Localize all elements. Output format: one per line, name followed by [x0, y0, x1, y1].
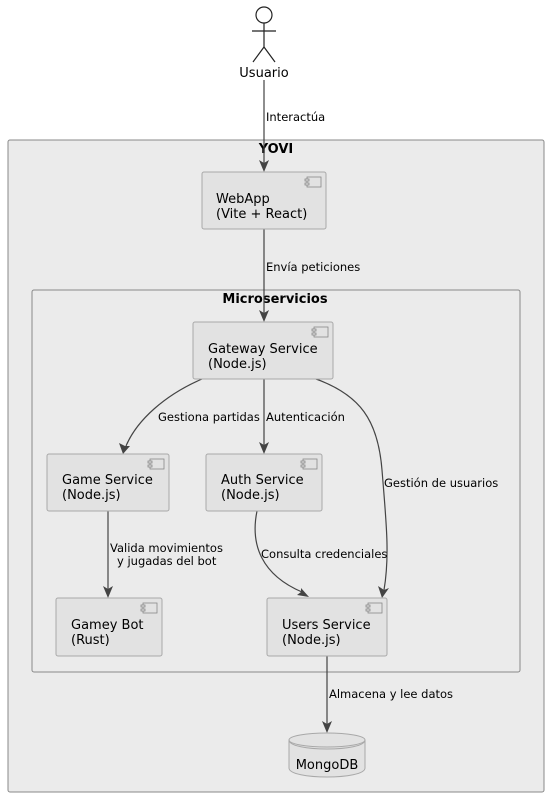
- edge-label-almacena-datos: Almacena y lee datos: [329, 687, 453, 701]
- actor-head: [255, 6, 273, 24]
- edge-valida-movimientos: Valida movimientos y jugadas del bot: [103, 511, 223, 598]
- users-tech: (Node.js): [282, 633, 341, 648]
- auth-name: Auth Service: [221, 473, 304, 488]
- edge-envia-peticiones: Envía peticiones: [259, 229, 360, 322]
- gateway-tech: (Node.js): [208, 357, 267, 372]
- edge-label-valida-2: y jugadas del bot: [117, 554, 217, 568]
- package-microservicios-title: Microservicios: [222, 292, 327, 307]
- component-users-service: Users Service (Node.js): [266, 597, 388, 657]
- edge-label-interactua: Interactúa: [266, 110, 325, 124]
- edge-consulta-credenciales: Consulta credenciales: [254, 510, 387, 597]
- component-webapp: WebApp (Vite + React): [201, 171, 327, 230]
- actor-usuario: Usuario: [239, 6, 289, 81]
- component-icon: [304, 176, 322, 188]
- edge-gestiona-partidas: Gestiona partidas: [119, 378, 260, 454]
- edge-almacena-datos: Almacena y lee datos: [322, 656, 453, 733]
- component-auth-service: Auth Service (Node.js): [205, 453, 323, 512]
- component-icon: [140, 602, 158, 614]
- game-name: Game Service: [62, 473, 153, 488]
- edge-label-consulta-credenciales: Consulta credenciales: [261, 547, 387, 561]
- edge-interactua: Interactúa: [259, 80, 325, 172]
- component-icon: [300, 458, 318, 470]
- edge-autenticacion: Autenticación: [259, 379, 345, 454]
- edge-label-valida-1: Valida movimientos: [110, 541, 223, 555]
- bot-name: Gamey Bot: [71, 618, 144, 633]
- edge-label-gestion-usuarios: Gestión de usuarios: [384, 476, 498, 490]
- component-icon: [311, 326, 329, 338]
- component-icon: [365, 602, 383, 614]
- webapp-name: WebApp: [216, 192, 270, 207]
- edge-gestion-usuarios: Gestión de usuarios: [315, 378, 498, 598]
- edge-label-gestiona-partidas: Gestiona partidas: [158, 410, 260, 424]
- component-gateway: Gateway Service (Node.js): [192, 321, 334, 380]
- actor-label: Usuario: [239, 66, 288, 81]
- game-tech: (Node.js): [62, 488, 121, 503]
- webapp-tech: (Vite + React): [216, 207, 307, 222]
- component-icon: [147, 458, 165, 470]
- db-label: MongoDB: [296, 758, 359, 773]
- database-mongodb: MongoDB: [288, 732, 366, 778]
- users-name: Users Service: [282, 618, 371, 633]
- edge-label-envia-peticiones: Envía peticiones: [266, 260, 360, 274]
- auth-tech: (Node.js): [221, 488, 280, 503]
- bot-tech: (Rust): [71, 633, 110, 648]
- component-gamey-bot: Gamey Bot (Rust): [55, 597, 163, 657]
- edge-label-autenticacion: Autenticación: [266, 410, 345, 424]
- gateway-name: Gateway Service: [208, 342, 318, 357]
- component-game-service: Game Service (Node.js): [46, 453, 170, 512]
- package-yovi-title: YOVI: [258, 142, 294, 157]
